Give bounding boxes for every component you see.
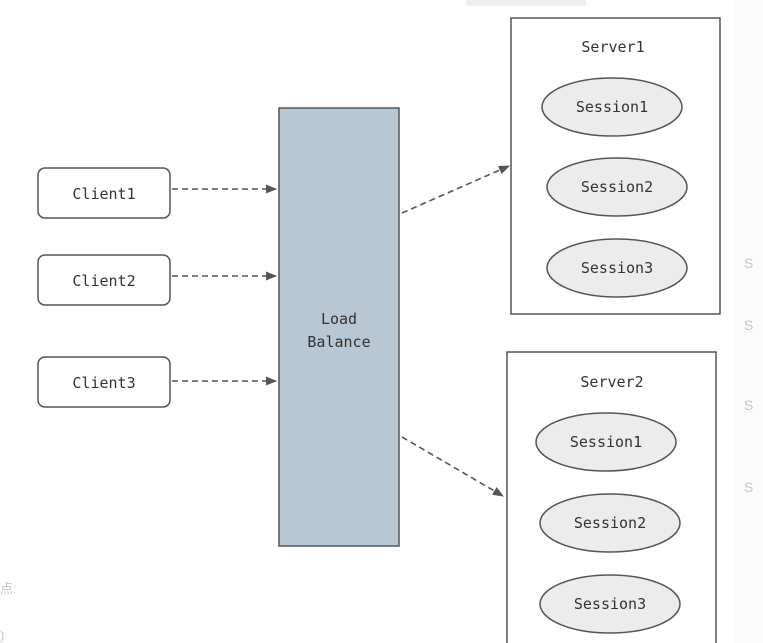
client-node-3: Client3 [37, 356, 171, 408]
right-edge-letter: S [744, 479, 753, 495]
client-label: Client1 [72, 185, 135, 203]
right-edge-panel [735, 0, 763, 643]
session-label: Session1 [570, 433, 642, 451]
session-node: Session1 [535, 412, 677, 472]
session-node: Session2 [539, 493, 681, 553]
bottom-left-fragment: 点: [0, 581, 17, 596]
server-title: Server2 [580, 373, 643, 391]
client-node-2: Client2 [37, 254, 171, 306]
top-bar-fragment [466, 0, 586, 6]
load-balancer-label-line1: Load [321, 310, 357, 328]
client-label: Client3 [72, 374, 135, 392]
load-balancer-label-line2: Balance [307, 333, 370, 351]
session-label: Session1 [576, 98, 648, 116]
server-node-1: Server1 Session1 Session2 Session3 [510, 17, 721, 315]
client-node-1: Client1 [37, 167, 171, 219]
session-node: Session3 [539, 574, 681, 634]
session-label: Session3 [581, 259, 653, 277]
session-node: Session3 [546, 238, 688, 298]
session-label: Session2 [581, 178, 653, 196]
right-edge-letter: S [744, 397, 753, 413]
right-edge-letter: S [744, 255, 753, 271]
load-balancer-node: Load Balance [278, 107, 400, 547]
lb-to-server1-arrow [401, 165, 511, 214]
client-label: Client2 [72, 272, 135, 290]
session-label: Session2 [574, 514, 646, 532]
session-label: Session3 [574, 595, 646, 613]
server-node-2: Server2 Session1 Session2 Session3 [506, 351, 717, 643]
server-title: Server1 [581, 38, 644, 56]
session-node: Session2 [546, 157, 688, 217]
session-node: Session1 [541, 77, 683, 137]
right-edge-letter: S [744, 317, 753, 333]
bottom-left-fragment: ) [0, 628, 4, 643]
lb-to-server2-arrow [401, 436, 504, 497]
